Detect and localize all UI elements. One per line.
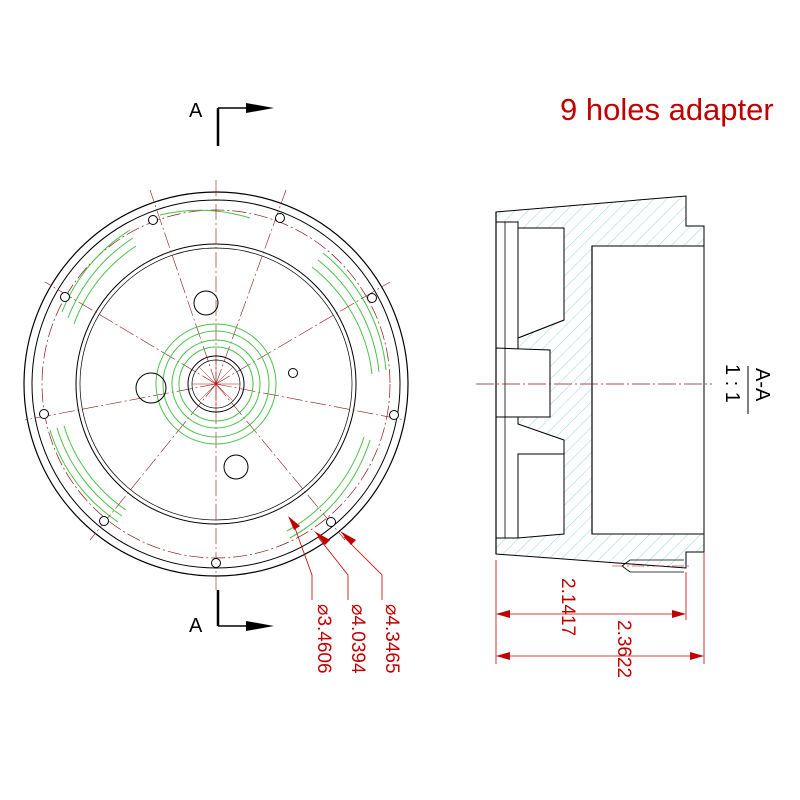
- bolt-hole: [39, 409, 49, 419]
- section-marker-top: [216, 103, 274, 146]
- radial-centerlines: [24, 180, 406, 590]
- hub-bore: [187, 355, 245, 413]
- pilot-hole-top: [193, 290, 219, 316]
- diameter-arrowheads: [288, 516, 356, 545]
- diameter-label-2: ⌀4.0394: [347, 604, 368, 674]
- green-arcs-outer: [49, 209, 387, 539]
- bolt-hole: [211, 558, 221, 568]
- diameter-label-3: ⌀4.3465: [381, 604, 402, 674]
- diameter-leaders: [291, 519, 383, 600]
- section-letter-top: A: [189, 100, 203, 122]
- length-label-1: 2.1417: [557, 578, 578, 636]
- small-hole-right: [288, 368, 298, 378]
- length-label-2: 2.3622: [613, 620, 634, 678]
- diameter-label-1: ⌀3.4606: [313, 604, 334, 674]
- bolt-hole: [99, 516, 109, 526]
- section-letter-bottom: A: [189, 615, 203, 637]
- drawing-title: 9 holes adapter: [560, 92, 774, 127]
- length-dimensions: [495, 552, 705, 664]
- section-view: [476, 195, 712, 664]
- section-view-scale: 1 : 1: [721, 364, 743, 403]
- pilot-hole-bottom: [223, 454, 249, 480]
- length-arrowheads: [496, 610, 704, 660]
- section-marker-bottom: [216, 590, 274, 631]
- pilot-hole-left: [135, 372, 167, 404]
- bolt-holes: [39, 213, 399, 568]
- bolt-hole: [275, 213, 285, 223]
- center-star: [192, 360, 240, 408]
- bolt-hole: [326, 517, 336, 527]
- bolt-hole: [60, 292, 70, 302]
- hub-rings: [155, 323, 277, 445]
- section-view-label: A-A: [751, 368, 773, 402]
- bolt-hole: [148, 215, 158, 225]
- front-view: [23, 180, 409, 600]
- bolt-hole: [389, 410, 399, 420]
- bolt-hole: [367, 293, 377, 303]
